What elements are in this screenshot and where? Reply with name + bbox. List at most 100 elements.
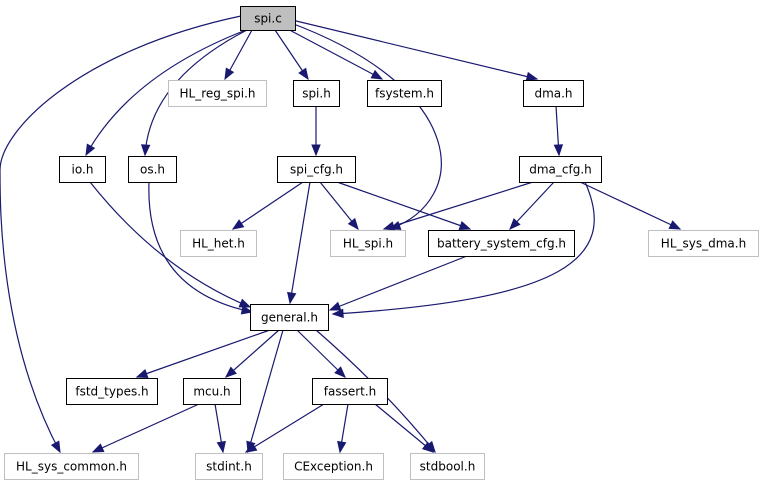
node-label: fstd_types.h — [75, 385, 148, 399]
edge-line — [148, 181, 253, 313]
node-mcu-h[interactable]: mcu.h — [183, 378, 241, 405]
edge-line — [383, 181, 534, 230]
arrowhead-icon — [525, 71, 539, 82]
node-stdint-h[interactable]: stdint.h — [195, 453, 263, 480]
edge-spi-c-to-dma-h — [291, 19, 539, 82]
edge-os-h-to-general-h — [148, 181, 254, 315]
node-box[interactable] — [66, 378, 158, 405]
node-label: general.h — [261, 311, 318, 325]
arrowhead-icon — [311, 144, 321, 157]
edge-line — [136, 329, 271, 378]
edge-line — [225, 329, 280, 378]
edge-spi-c-to-fsystem-h — [281, 25, 384, 80]
node-box[interactable] — [330, 230, 406, 257]
arrowhead-icon — [231, 219, 245, 230]
node-box[interactable] — [293, 80, 340, 107]
edge-fassert-h-to-cexception-h — [337, 403, 349, 454]
edge-spi-cfg-h-to-battery-system-cfg-h — [336, 181, 472, 230]
edge-line — [509, 181, 555, 230]
node-box[interactable] — [128, 156, 177, 183]
node-box[interactable] — [648, 230, 759, 257]
node-label: HL_sys_common.h — [16, 460, 127, 474]
edge-line — [92, 403, 200, 453]
arrowhead-icon — [216, 440, 226, 454]
node-box[interactable] — [168, 80, 267, 107]
node-label: dma.h — [534, 87, 572, 101]
node-box[interactable] — [250, 304, 329, 331]
node-io-h[interactable]: io.h — [59, 156, 106, 183]
arrowhead-icon — [328, 301, 342, 311]
edge-spi-h-to-spi-cfg-h — [311, 106, 321, 157]
node-box[interactable] — [519, 156, 602, 183]
node-fstd-types-h[interactable]: fstd_types.h — [66, 378, 158, 405]
node-box[interactable] — [59, 156, 106, 183]
arrowhead-icon — [370, 69, 384, 80]
node-general-h[interactable]: general.h — [250, 304, 329, 331]
node-os-h[interactable]: os.h — [128, 156, 177, 183]
edge-line — [332, 181, 595, 315]
node-box[interactable] — [183, 378, 241, 405]
edge-line — [85, 29, 247, 156]
node-hl-reg-spi-h[interactable]: HL_reg_spi.h — [168, 80, 267, 107]
node-hl-het-h[interactable]: HL_het.h — [180, 230, 257, 257]
node-label: spi.h — [302, 87, 331, 101]
node-box[interactable] — [240, 6, 296, 31]
node-box[interactable] — [367, 80, 442, 107]
node-box[interactable] — [180, 230, 257, 257]
node-spi-h[interactable]: spi.h — [293, 80, 340, 107]
node-label: fassert.h — [324, 385, 377, 399]
edge-spi-c-to-io-h — [85, 29, 247, 157]
node-spi-cfg-h[interactable]: spi_cfg.h — [277, 156, 356, 183]
edges-layer — [0, 15, 682, 454]
node-hl-spi-h[interactable]: HL_spi.h — [330, 230, 406, 257]
edge-line — [329, 255, 468, 311]
edge-spi-c-to-hl-spi-h — [290, 22, 442, 230]
edge-general-h-to-fstd-types-h — [135, 329, 271, 378]
edge-line — [0, 15, 242, 453]
arrowhead-icon — [85, 143, 96, 157]
arrowhead-icon — [458, 221, 472, 230]
node-spi-c[interactable]: spi.c — [240, 6, 296, 31]
edge-line — [289, 181, 311, 304]
node-hl-sys-dma-h[interactable]: HL_sys_dma.h — [648, 230, 759, 257]
edge-fassert-h-to-stdint-h — [244, 403, 325, 453]
node-stdbool-h[interactable]: stdbool.h — [410, 453, 485, 480]
node-box[interactable] — [195, 453, 263, 480]
edge-line — [374, 403, 434, 453]
arrowhead-icon — [91, 443, 105, 453]
edge-line — [281, 25, 383, 80]
node-dma-h[interactable]: dma.h — [523, 80, 584, 107]
node-label: HL_spi.h — [343, 237, 393, 251]
edge-line — [245, 403, 325, 453]
node-battery-system-cfg-h[interactable]: battery_system_cfg.h — [428, 230, 575, 257]
node-fsystem-h[interactable]: fsystem.h — [367, 80, 442, 107]
node-label: fsystem.h — [375, 87, 434, 101]
edge-line — [296, 329, 346, 378]
edge-dma-cfg-h-to-battery-system-cfg-h — [509, 181, 555, 230]
arrowhead-icon — [668, 220, 682, 230]
node-box[interactable] — [4, 453, 139, 480]
arrowhead-icon — [331, 308, 344, 319]
edge-line — [290, 22, 442, 230]
edge-spi-c-to-spi-h — [274, 29, 309, 81]
node-box[interactable] — [523, 80, 584, 107]
node-dma-cfg-h[interactable]: dma_cfg.h — [519, 156, 602, 183]
node-hl-sys-common-h[interactable]: HL_sys_common.h — [4, 453, 139, 480]
edge-dma-cfg-h-to-hl-sys-dma-h — [579, 181, 682, 230]
node-box[interactable] — [410, 453, 485, 480]
node-box[interactable] — [283, 453, 384, 480]
node-label: battery_system_cfg.h — [437, 237, 566, 251]
edge-mcu-h-to-stdint-h — [214, 403, 226, 454]
node-fassert-h[interactable]: fassert.h — [312, 378, 388, 405]
arrowhead-icon — [244, 442, 258, 453]
arrowhead-icon — [224, 67, 235, 81]
edge-line — [291, 19, 538, 80]
node-box[interactable] — [312, 378, 388, 405]
node-cexception-h[interactable]: CException.h — [283, 453, 384, 480]
edge-spi-cfg-h-to-hl-het-h — [231, 181, 304, 230]
edge-dma-cfg-h-to-general-h — [331, 181, 595, 319]
node-box[interactable] — [428, 230, 575, 257]
node-box[interactable] — [277, 156, 356, 183]
edge-spi-cfg-h-to-general-h — [287, 181, 311, 305]
